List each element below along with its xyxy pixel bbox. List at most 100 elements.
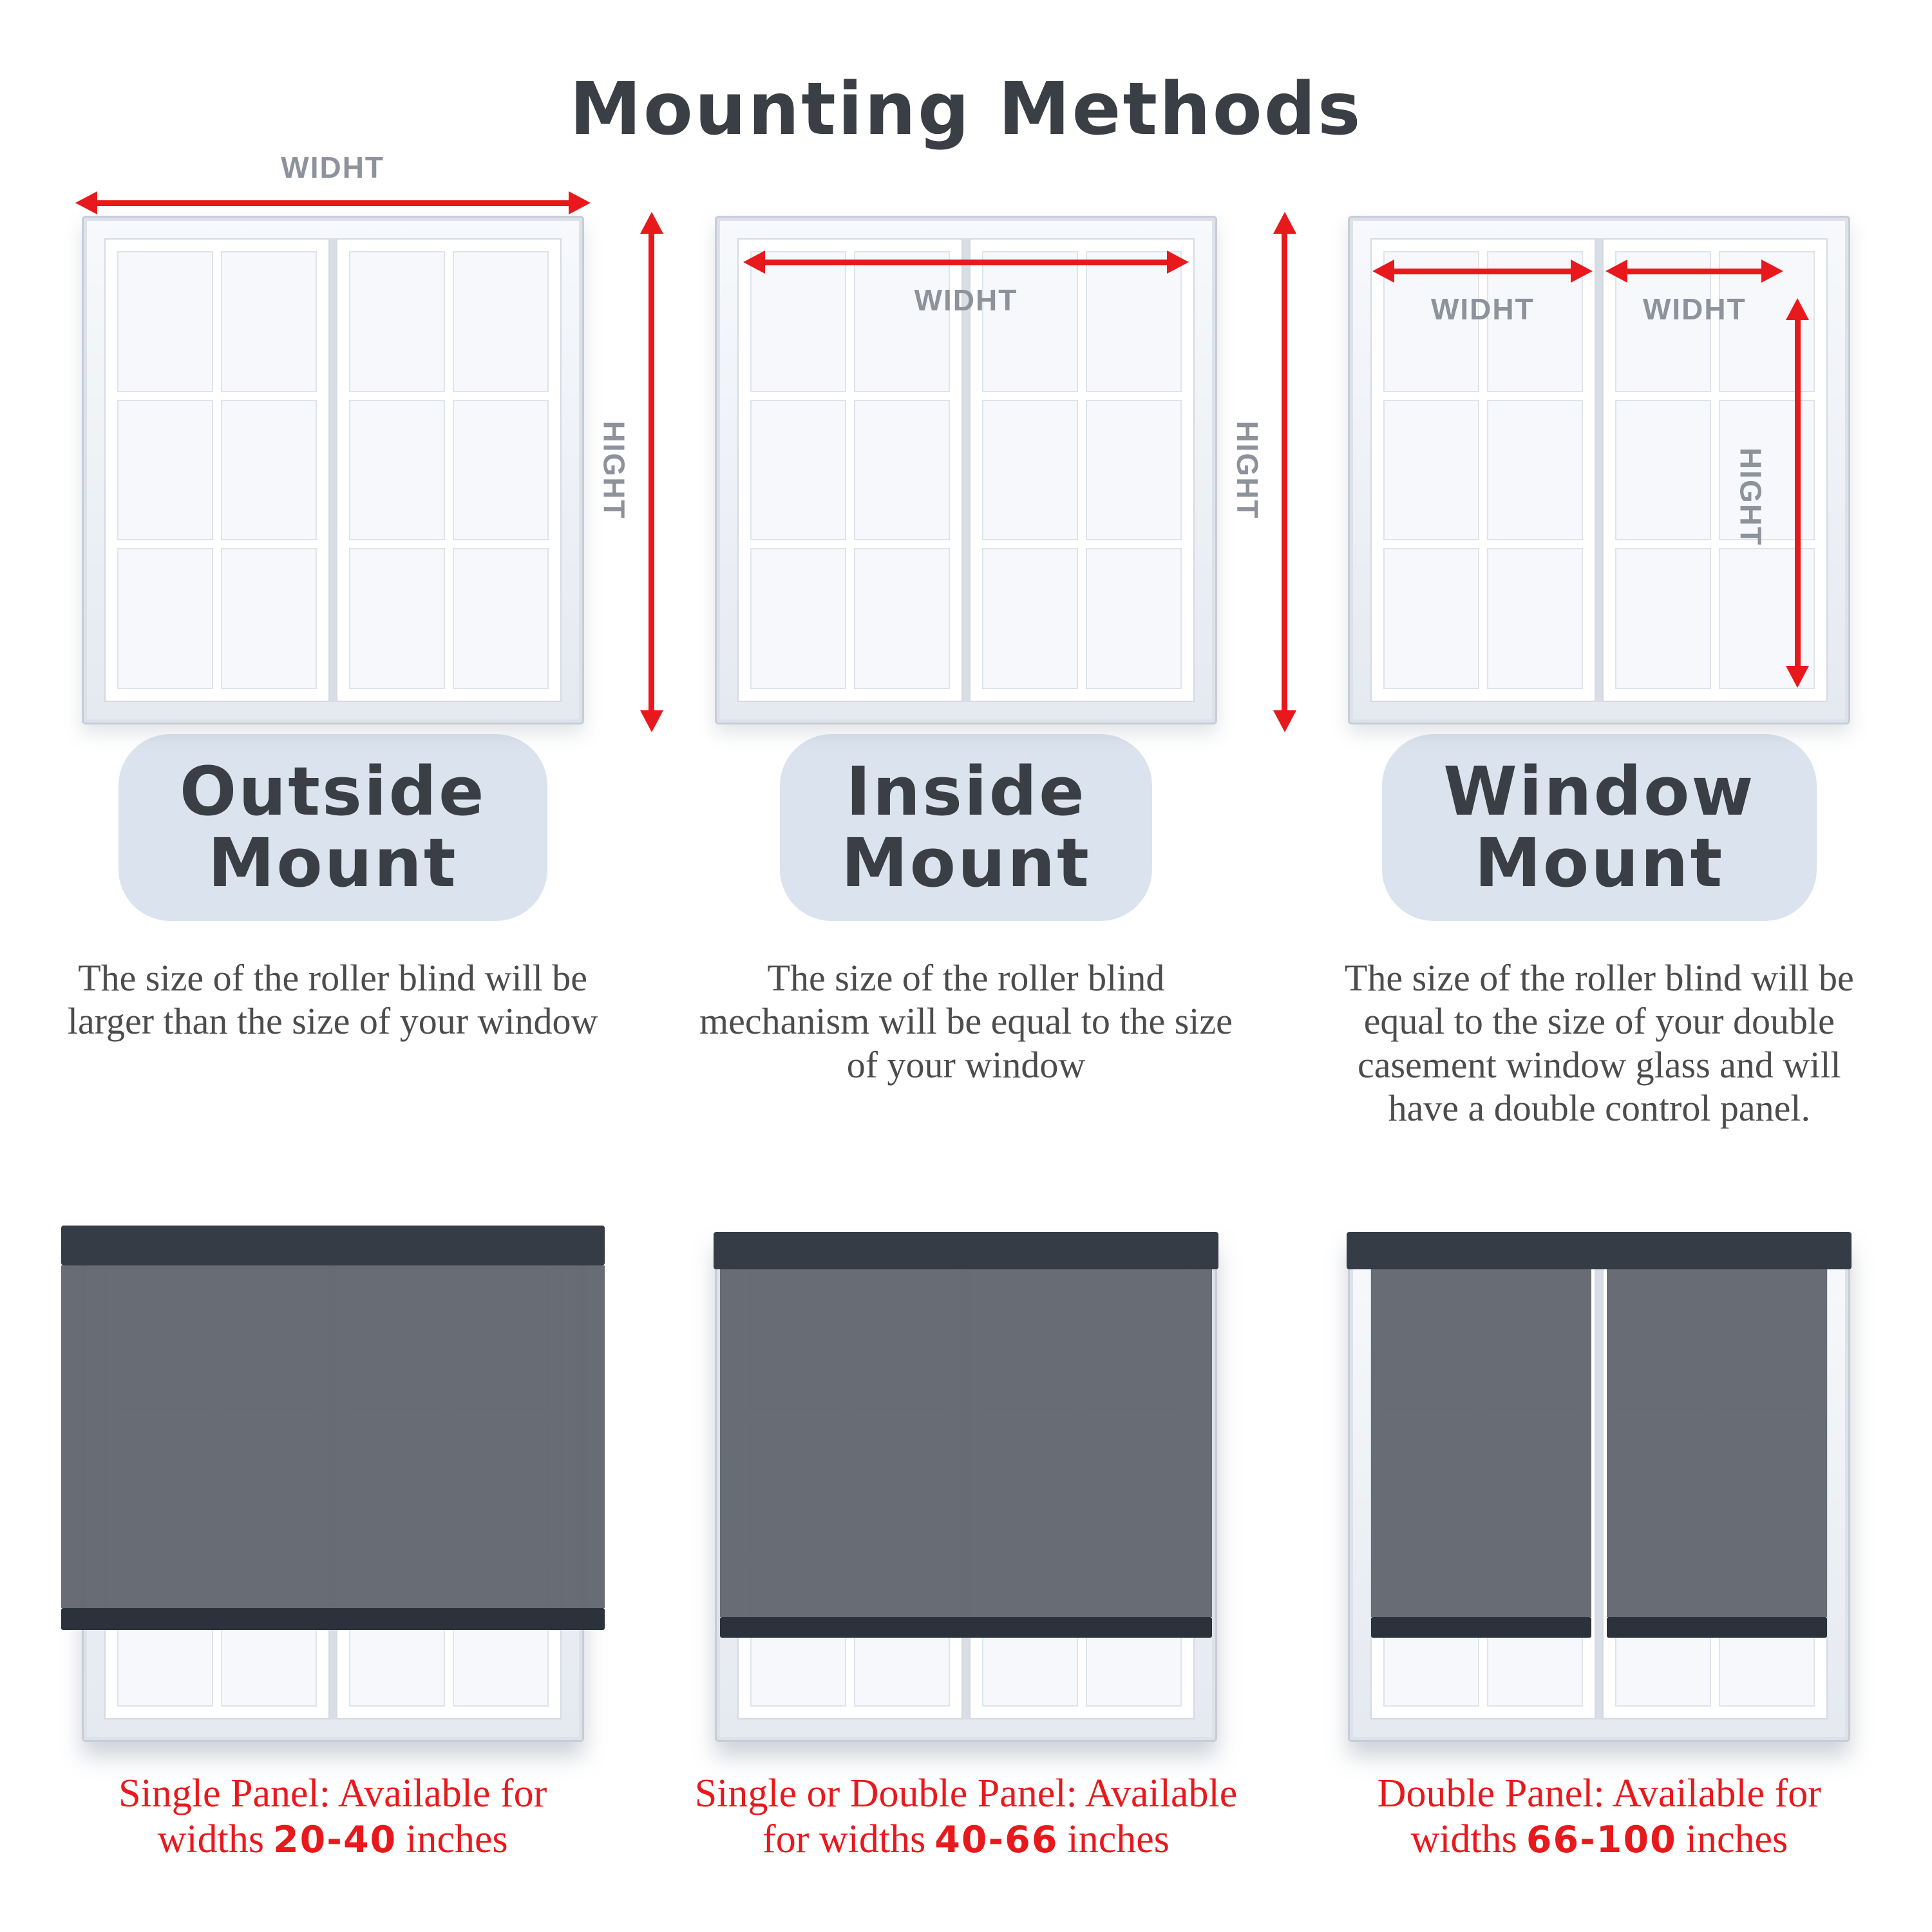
availability-text: Single or Double Panel: Available for wi… (694, 1772, 1238, 1861)
window-measure-figure: WIDHT HIGHT (714, 212, 1298, 732)
window-pane (853, 548, 950, 689)
width-measure-label: WIDHT (914, 283, 1018, 317)
mount-description: The size of the roller blind will be lar… (67, 957, 598, 1043)
window-panes (1615, 251, 1815, 689)
blind-window-figure (713, 1232, 1218, 1742)
window-sashes (104, 238, 562, 702)
window-casement-left (104, 238, 330, 702)
window-pane (981, 399, 1078, 541)
width-measure-label-left: WIDHT (1430, 292, 1535, 326)
window-pane (220, 548, 317, 689)
blind-window-figure (1347, 1232, 1852, 1742)
window-pane (1615, 548, 1712, 689)
top-measure-area (1341, 119, 1857, 216)
window-pane (1487, 399, 1584, 541)
mount-name-area: Inside Mount (780, 724, 1152, 931)
mount-name-area: Window Mount (1382, 724, 1817, 931)
window-pane (981, 548, 1078, 689)
mount-description: The size of the roller blind mechanism w… (699, 957, 1233, 1086)
window-pane (1085, 399, 1182, 541)
window-pane (348, 548, 445, 689)
window-pane (348, 399, 445, 541)
top-measure-area: WIDHT (75, 119, 591, 216)
availability-range: 66-100 (1526, 1818, 1677, 1861)
height-measure-label: HIGHT (1734, 448, 1768, 547)
window-pane (348, 251, 445, 392)
roller-blind-bottom-rail-right (1607, 1617, 1828, 1638)
window-casement-right (336, 238, 562, 702)
window-panes (117, 251, 317, 689)
availability-text: Single Panel: Available for widths (118, 1772, 547, 1861)
window-pane (452, 548, 549, 689)
roller-blind-panel (719, 1269, 1212, 1617)
window-pane (220, 399, 317, 541)
window-pane (452, 251, 549, 392)
mount-name-line2: Mount (207, 824, 458, 902)
mount-name-pill: Window Mount (1382, 734, 1817, 922)
roller-blind-panel-right (1607, 1269, 1828, 1617)
availability-text: Double Panel: Available for widths (1377, 1772, 1821, 1861)
top-measure-area (708, 119, 1224, 216)
window-illustration (714, 216, 1217, 724)
height-measure-label: HIGHT (1230, 421, 1264, 520)
height-measure-label: HIGHT (597, 421, 631, 520)
window-pane (117, 548, 213, 689)
height-measure-arrow (1785, 298, 1811, 688)
availability-text: inches (1685, 1817, 1788, 1861)
window-pane (750, 548, 846, 689)
window-pane (1615, 399, 1712, 541)
availability-range: 40-66 (934, 1818, 1059, 1861)
mount-name-pill: Outside Mount (118, 734, 547, 922)
roller-blind-bottom-rail-left (1371, 1617, 1592, 1638)
column-outside-mount: WIDHT HIGHT Outside Mount The (16, 119, 665, 1862)
mount-name-area: Outside Mount (118, 724, 547, 931)
columns-container: WIDHT HIGHT Outside Mount The (16, 119, 1916, 1862)
roller-blind-headrail (61, 1226, 605, 1265)
availability-note: Single or Double Panel: Available for wi… (670, 1771, 1262, 1862)
window-pane (117, 251, 213, 392)
window-panes (981, 251, 1182, 689)
roller-blind-panel (61, 1265, 605, 1608)
mount-description: The size of the roller blind will be equ… (1344, 957, 1854, 1129)
mount-name-line1: Inside (846, 752, 1086, 831)
mount-name-line2: Mount (841, 824, 1091, 902)
mount-name-pill: Inside Mount (780, 734, 1152, 922)
window-pane (1383, 548, 1480, 689)
width-measure-arrow (743, 249, 1189, 275)
width-measure-label: WIDHT (281, 151, 385, 184)
page-title: Mounting Methods (569, 68, 1363, 152)
window-pane (1383, 399, 1480, 541)
availability-text: inches (406, 1817, 508, 1861)
availability-text: inches (1067, 1817, 1170, 1861)
width-measure-arrow-right (1605, 258, 1784, 284)
window-panes (348, 251, 549, 689)
window-pane (452, 399, 549, 541)
height-measure-arrow (638, 212, 665, 732)
window-pane (750, 399, 846, 541)
mount-name-line1: Window (1443, 752, 1756, 831)
availability-range: 20-40 (272, 1818, 397, 1861)
mount-name-line2: Mount (1474, 824, 1725, 902)
blind-window-figure (61, 1226, 605, 1742)
window-pane (1487, 548, 1584, 689)
width-measure-label-right: WIDHT (1642, 292, 1747, 326)
height-measure-arrow (1271, 212, 1298, 732)
window-measure-figure: HIGHT (81, 212, 665, 732)
window-pane (117, 399, 213, 541)
roller-blind-headrail (713, 1232, 1218, 1269)
window-illustration (81, 216, 584, 724)
width-measure-arrow-left (1372, 258, 1593, 284)
width-measure-arrow (75, 190, 591, 216)
window-pane (853, 399, 950, 541)
window-measure-figure: WIDHT WIDHT HIGHT (1348, 216, 1851, 724)
window-pane (220, 251, 317, 392)
window-sashes (737, 238, 1195, 702)
roller-blind-bottom-rail (61, 1608, 605, 1630)
roller-blind-panel-left (1371, 1269, 1592, 1617)
column-window-mount: WIDHT WIDHT HIGHT Window Mount The size … (1283, 119, 1916, 1862)
column-inside-mount: WIDHT HIGHT Inside Mount The size of the… (649, 119, 1298, 1862)
mount-name-line1: Outside (179, 752, 486, 831)
